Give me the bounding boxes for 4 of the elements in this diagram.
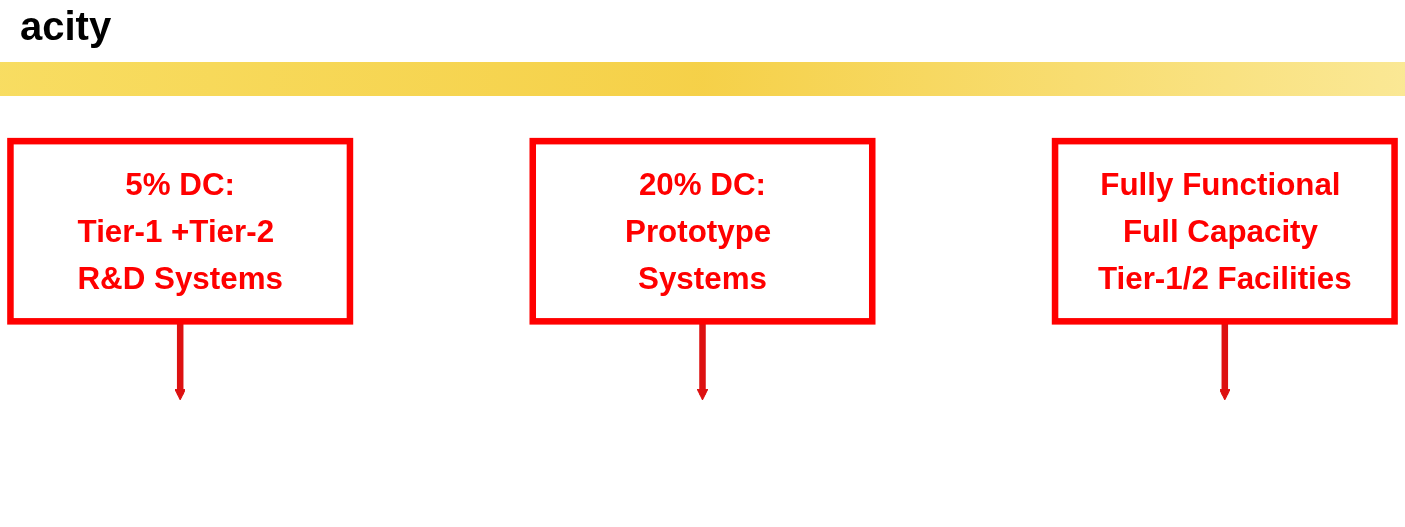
node-box: Fully Functional Full Capacity Tier-1/2 Facilities xyxy=(1051,137,1398,325)
node-box: 20% DC: Prototype Systems xyxy=(529,137,876,325)
title: acity xyxy=(20,4,113,49)
node-box: 5% DC: Tier-1 +Tier-2 R&D Systems xyxy=(7,137,354,325)
